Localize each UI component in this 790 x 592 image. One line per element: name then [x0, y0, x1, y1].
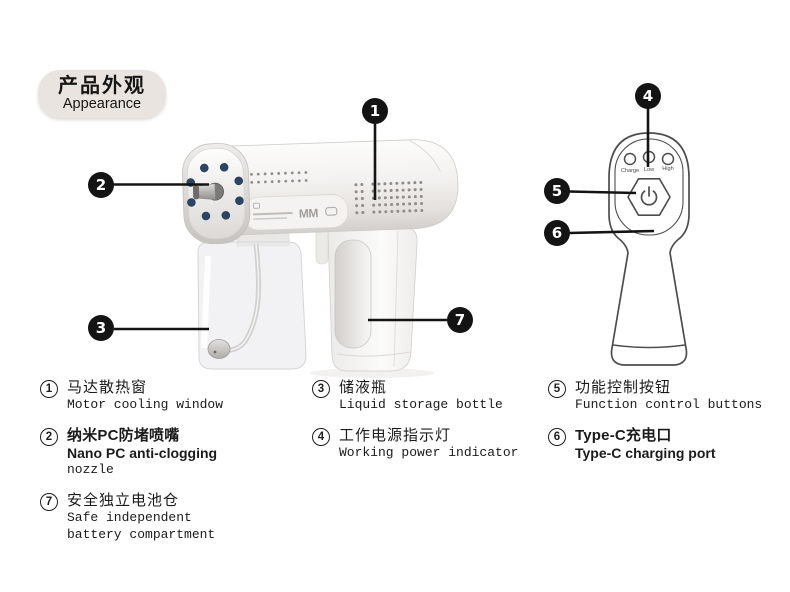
legend-number-6: 6: [548, 427, 566, 446]
legend-en: Function control buttons: [575, 397, 763, 412]
gun-handle: [315, 225, 418, 372]
liquid-bottle: [197, 229, 307, 370]
legend-en: Liquid storage bottle: [339, 397, 503, 412]
power-button: [627, 178, 671, 216]
back-view-illustration: Charge Low High: [608, 132, 690, 366]
callout-4: 4: [635, 83, 661, 109]
section-title-badge: 产品外观 Appearance: [38, 70, 166, 119]
led-label-high: High: [662, 166, 674, 172]
cooling-vents-grid-a: [354, 183, 365, 215]
led-ring: [186, 163, 244, 221]
legend-number-5: 5: [548, 380, 566, 398]
callout-5-line: [568, 190, 637, 195]
legend-item-nano-pc-nozzle: 2 纳米PC防堵喷嘴 Nano PC anti-clogging nozzle: [40, 427, 308, 479]
panel-logo-mark: [253, 202, 261, 209]
section-title-en: Appearance: [62, 96, 142, 112]
callout-lines: [113, 108, 655, 331]
legend-en: Nano PC anti-clogging: [67, 444, 218, 461]
legend-en: Type-C charging port: [575, 444, 716, 461]
panel-logo-text: MM: [299, 206, 319, 221]
tube-filter-weight: [207, 339, 231, 359]
cooling-vents-grid-b: [371, 180, 424, 214]
legend-item-battery-compartment: 7 安全独立电池仓 Safe independent battery compa…: [40, 492, 308, 544]
nozzle-head: [182, 143, 251, 245]
legend-text: 马达散热窗 Motor cooling window: [67, 379, 223, 414]
legend-zh: 储液瓶: [339, 379, 388, 396]
legend-column-2: 3 储液瓶 Liquid storage bottle 4 工作电源指示灯 Wo…: [312, 379, 544, 475]
legend-text: 纳米PC防堵喷嘴 Nano PC anti-clogging nozzle: [67, 427, 217, 479]
base-seam-line: [612, 344, 686, 349]
panel-fine-print-2: [253, 217, 288, 220]
suction-tube-highlight: [221, 243, 260, 351]
legend-en-2: battery compartment: [67, 527, 216, 543]
legend-text: 储液瓶 Liquid storage bottle: [339, 379, 503, 414]
legend-number-2: 2: [40, 427, 58, 446]
back-handle-outline: [608, 132, 690, 366]
led-high: [661, 152, 675, 166]
legend-text: 工作电源指示灯 Working power indicator: [339, 427, 518, 462]
body-panel-line: [408, 139, 441, 172]
legend-en: Working power indicator: [339, 444, 519, 460]
power-icon: [640, 190, 658, 206]
led-charge: [623, 152, 637, 166]
legend-column-3: 5 功能控制按钮 Function control buttons 6 Type…: [548, 379, 786, 475]
legend-number-4: 4: [312, 427, 330, 446]
legend-item-working-power-indicator: 4 工作电源指示灯 Working power indicator: [312, 427, 544, 462]
legend-item-function-control-buttons: 5 功能控制按钮 Function control buttons: [548, 379, 786, 414]
legend-zh: 功能控制按钮: [575, 379, 672, 396]
led-label-charge: Charge: [621, 168, 639, 174]
legend-column-1: 1 马达散热窗 Motor cooling window 2 纳米PC防堵喷嘴 …: [40, 379, 308, 557]
side-view-illustration: MM: [182, 139, 459, 378]
legend-zh: 工作电源指示灯: [339, 426, 452, 444]
legend-zh: 纳米PC防堵喷嘴: [67, 426, 180, 444]
legend-text: Type-C充电口 Type-C charging port: [575, 427, 716, 463]
trigger: [315, 227, 329, 265]
callout-2: 2: [88, 172, 114, 198]
panel-fine-print-1: [252, 211, 293, 216]
legend-number-1: 1: [40, 380, 58, 398]
callout-3: 3: [88, 315, 114, 341]
legend-en: Safe independent: [67, 510, 192, 526]
legend-text: 安全独立电池仓 Safe independent battery compart…: [67, 492, 215, 544]
handle-base-seam: [336, 351, 411, 357]
callout-6: 6: [544, 220, 570, 246]
led-label-low: Low: [644, 167, 655, 173]
callout-5: 5: [544, 178, 570, 204]
nozzle-tip: [192, 185, 200, 200]
callout-1: 1: [362, 98, 388, 124]
nozzle-cone: [197, 183, 216, 200]
legend-zh: Type-C充电口: [575, 426, 672, 444]
legend-en: Motor cooling window: [67, 397, 224, 412]
panel-logo-tag: [325, 207, 338, 216]
gun-body: MM: [182, 139, 459, 245]
legend-number-3: 3: [312, 380, 330, 398]
legend-text: 功能控制按钮 Function control buttons: [575, 379, 762, 414]
legend-number-7: 7: [40, 493, 58, 512]
section-title-zh: 产品外观: [58, 75, 146, 97]
legend-en-2: nozzle: [67, 462, 114, 478]
legend-item-liquid-storage-bottle: 3 储液瓶 Liquid storage bottle: [312, 379, 544, 414]
filter-dot: [213, 350, 217, 354]
handle-seam: [393, 230, 399, 368]
callout-7: 7: [447, 307, 473, 333]
legend-zh: 马达散热窗: [67, 379, 148, 396]
bottle-highlight: [201, 255, 211, 349]
gun-shadow: [310, 368, 434, 378]
battery-compartment-cutout: [334, 239, 372, 349]
legend-item-motor-cooling-window: 1 马达散热窗 Motor cooling window: [40, 379, 308, 414]
legend-item-type-c-charging-port: 6 Type-C充电口 Type-C charging port: [548, 427, 786, 463]
cooling-vents-top: [250, 171, 308, 184]
legend-zh: 安全独立电池仓: [67, 492, 180, 510]
callout-6-line: [568, 229, 655, 235]
side-panel: MM: [243, 194, 349, 231]
